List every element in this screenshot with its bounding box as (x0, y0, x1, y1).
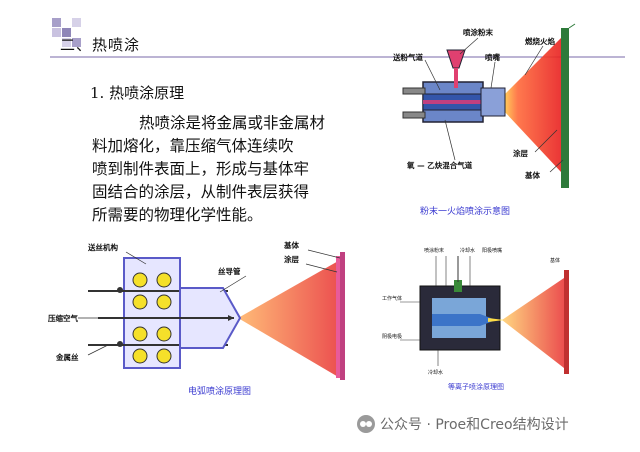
label-feed: 送丝机构 (87, 242, 118, 252)
feed-box (123, 257, 181, 369)
slide-decoration (50, 18, 625, 58)
label-burning-flame: 燃烧火焰 (525, 36, 555, 46)
arc-spray-diagram: 送丝机构 丝导管 基体 涂层 压缩空气 金属丝 (48, 240, 345, 380)
label-air: 压缩空气 (48, 313, 78, 323)
flame-cone (503, 38, 561, 172)
arc-substrate (340, 252, 345, 380)
watermark: 公众号 · Proe和Creo结构设计 (357, 414, 569, 434)
wechat-icon (357, 415, 375, 433)
label-plasma-l1: 喷涂粉末 (424, 247, 444, 254)
section-title: 二、热喷涂 (60, 36, 141, 54)
label-wire: 金属丝 (55, 352, 79, 362)
powder-hopper (446, 49, 466, 69)
arc-spray-cone (238, 260, 340, 378)
label-plasma-l7: 基体 (550, 257, 560, 264)
label-plasma-l5: 冷却水 (428, 369, 443, 376)
flame-spray-diagram: 送粉气道 喷涂粉末 燃烧火焰 喷嘴 氧 — 乙炔混合气道 涂层 基体 (392, 23, 576, 188)
label-plasma-l6: 阳极喷嘴 (482, 247, 502, 254)
label-plasma-l4: 阴极电极 (382, 333, 402, 340)
plasma-caption: 等离子喷涂原理图 (448, 383, 504, 391)
arc-caption: 电弧喷涂原理图 (188, 387, 252, 397)
plasma-spray-diagram: 喷涂粉末 冷却水 工作气体 阴极电极 冷却水 阳极喷嘴 基体 (382, 247, 569, 376)
principle-paragraph: 热喷涂是将金属或非金属材 料加熔化，靠压缩气体连续吹 喷到制件表面上，形成与基体… (92, 112, 364, 227)
label-nozzle: 喷嘴 (485, 52, 500, 62)
nozzle (480, 87, 506, 117)
label-substrate: 基体 (524, 170, 540, 180)
label-arc-substrate: 基体 (283, 240, 299, 250)
label-plasma-l3: 工作气体 (382, 295, 402, 302)
label-plasma-l2: 冷却水 (460, 247, 475, 254)
substrate-plate (561, 28, 569, 188)
plasma-substrate (564, 270, 569, 374)
paragraph-line: 所需要的物理化学性能。 (92, 206, 263, 224)
label-oxy-gas: 氧 — 乙炔混合气道 (406, 160, 473, 170)
label-coating: 涂层 (513, 148, 528, 158)
watermark-text: 公众号 · Proe和Creo结构设计 (380, 417, 569, 433)
paragraph-line: 喷到制件表面上，形成与基体牢 (92, 160, 310, 178)
subsection-title: 1. 热喷涂原理 (90, 84, 185, 102)
paragraph-line: 固结合的涂层，从制件表层获得 (92, 183, 310, 201)
label-powder: 喷涂粉末 (463, 27, 493, 37)
label-arc-coating: 涂层 (284, 254, 299, 264)
paragraph-line: 热喷涂是将金属或非金属材 (139, 114, 326, 132)
flame-caption: 粉末一火焰喷涂示意图 (420, 207, 511, 217)
label-powder-gas: 送粉气道 (392, 52, 423, 62)
label-wire-guide: 丝导管 (218, 266, 241, 276)
paragraph-line: 料加熔化，靠压缩气体连续吹 (92, 137, 294, 155)
plasma-cone (502, 278, 564, 368)
